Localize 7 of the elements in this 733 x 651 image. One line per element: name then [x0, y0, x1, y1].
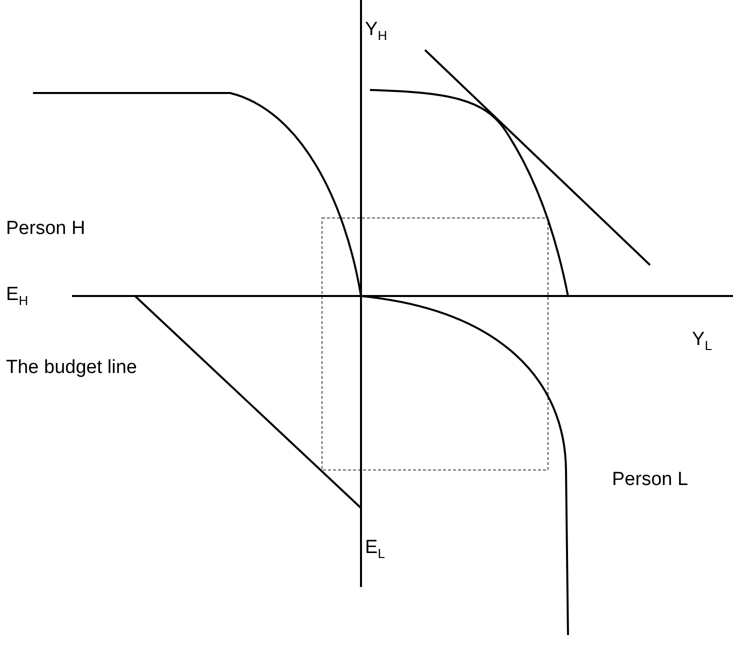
curve-label: Person H — [6, 219, 86, 240]
axis-label: E$_{L}$ — [365, 538, 385, 562]
axis-label: E$_{H}$ — [6, 285, 28, 308]
axis-label: Y$_{H}$ — [365, 20, 388, 44]
line-label: The budget line — [6, 358, 137, 379]
curve-label: Person L — [612, 470, 688, 491]
axis-label: Y$_{L}$ — [692, 330, 712, 354]
